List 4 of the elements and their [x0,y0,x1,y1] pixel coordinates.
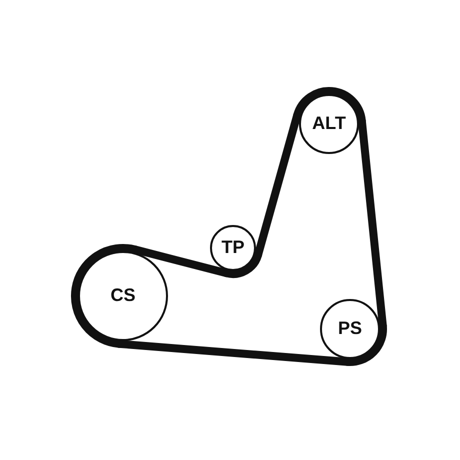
pulley: ALT [299,94,359,154]
pulley: PS [320,299,380,359]
pulley: TP [210,225,256,271]
pulley: CS [78,251,168,341]
